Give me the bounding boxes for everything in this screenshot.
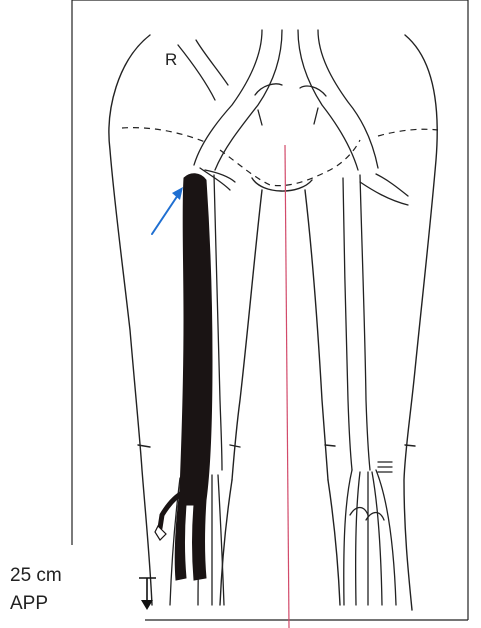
right-calf-vein-4 [372, 472, 382, 605]
side-label-right: R [165, 50, 177, 70]
frame [72, 0, 468, 620]
thrombus [155, 174, 212, 580]
thrombus-shape [175, 174, 212, 580]
right-knee-inner-mark [325, 445, 335, 446]
right-femoral-vein-outer [360, 175, 370, 470]
right-knee-mark [405, 445, 415, 446]
down-arrow-marker-icon [139, 578, 156, 610]
measurement-label: 25 cm [10, 566, 62, 585]
right-pelvic-branch [314, 108, 318, 124]
right-calf-vein-loop-2 [366, 513, 384, 521]
body-midline [285, 145, 289, 628]
thrombus-branch-tip [155, 526, 166, 540]
left-pelvic-branch [258, 110, 262, 125]
left-knee-inner-mark [230, 445, 240, 447]
left-femoral-vein-outline [214, 175, 222, 470]
right-saphenous-branch-2 [376, 174, 408, 196]
center-inguinal-line [220, 140, 360, 186]
left-saphenous-branch-2 [205, 170, 235, 182]
right-saphenous-branch [360, 182, 408, 205]
right-leg-outer-contour [404, 35, 437, 610]
left-leg-outer-contour [109, 35, 152, 605]
right-calf-vein-1 [344, 470, 352, 605]
right-leg-inner-contour [305, 190, 328, 480]
blue-arrow-icon [152, 187, 183, 234]
right-calf-vein-2 [356, 472, 360, 605]
right-internal-iliac-branch [300, 86, 326, 96]
left-iliac-vein-inner [215, 30, 282, 170]
crotch-curve [252, 178, 312, 191]
blue-arrow-head [172, 187, 183, 200]
left-internal-iliac-branch [255, 84, 282, 95]
right-valve-marks [378, 462, 392, 472]
inguinal-lines [122, 128, 438, 186]
left-flank-branch [178, 45, 215, 100]
right-femoral-vein-inner [343, 178, 352, 470]
right-inguinal-line [378, 129, 438, 136]
left-flank-branch-2 [196, 40, 228, 85]
reference-label: APP [10, 594, 48, 613]
right-iliac-vein-inner [298, 30, 358, 170]
blue-arrow-shaft [152, 192, 180, 234]
right-iliac-vein-outer [318, 30, 378, 168]
left-leg-inner-contour [232, 190, 262, 480]
right-calf-inner [328, 480, 340, 605]
left-inguinal-line [122, 128, 205, 142]
marker-arrow-head [141, 600, 153, 610]
right-calf-vein-loop-1 [350, 508, 368, 516]
